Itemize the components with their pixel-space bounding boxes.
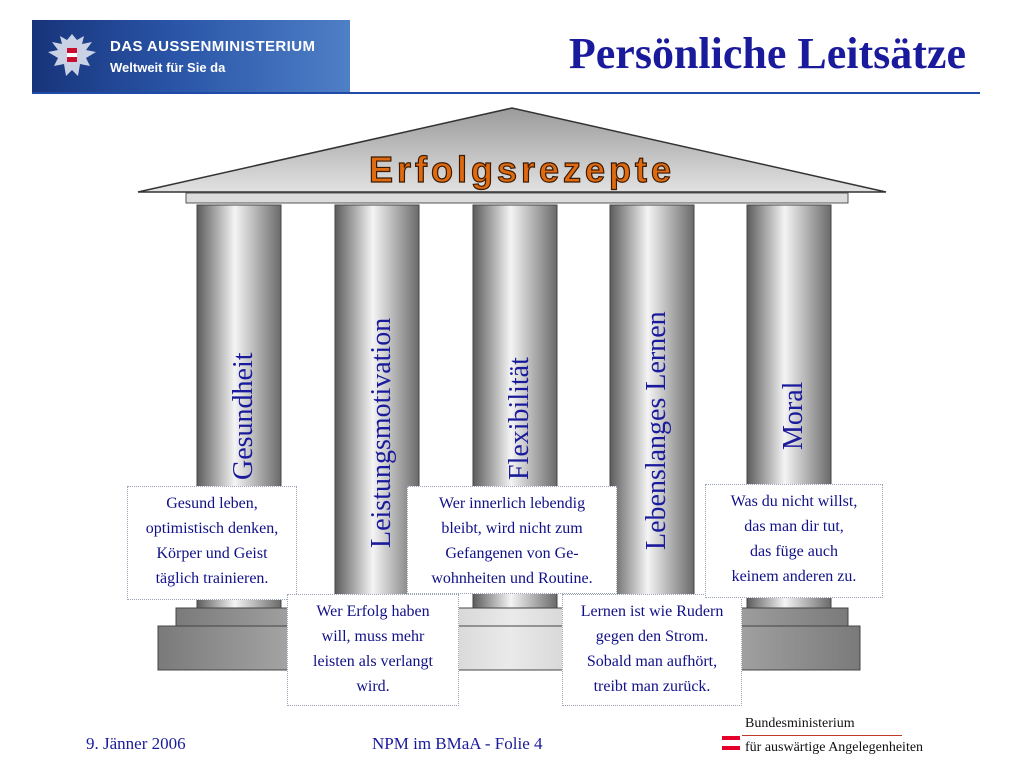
eagle-crest-icon	[48, 34, 96, 76]
caption-leistungsmotivation: Wer Erfolg haben will, muss mehr leisten…	[287, 594, 459, 706]
caption-lebenslanges-lernen: Lernen ist wie Rudern gegen den Strom. S…	[562, 594, 742, 706]
caption-moral: Was du nicht willst, das man dir tut, da…	[705, 484, 883, 598]
footer-date: 9. Jänner 2006	[86, 734, 186, 753]
austrian-flag-icon	[722, 736, 740, 750]
temple-architrave	[185, 192, 849, 204]
ministry-logo: DAS AUSSENMINISTERIUM Weltweit für Sie d…	[32, 20, 350, 92]
ministry-divider	[742, 735, 902, 736]
pillar-label-flexibilitaet: Flexibilität	[504, 357, 535, 480]
pillar-label-gesundheit: Gesundheit	[228, 352, 259, 480]
logo-title: DAS AUSSENMINISTERIUM	[110, 38, 316, 55]
roof-label: Erfolgsrezepte	[369, 149, 675, 190]
ministry-name-line2: für auswärtige Angelegenheiten	[745, 740, 924, 755]
header-divider	[32, 92, 980, 94]
pillar-label-leistungsmotivation: Leistungsmotivation	[366, 318, 397, 548]
pillar-label-moral: Moral	[778, 381, 809, 450]
temple-step-bottom	[157, 625, 861, 671]
footer-slide-info: NPM im BMaA - Folie 4	[372, 734, 543, 753]
ministry-name-line1: Bundesministerium	[745, 716, 855, 731]
logo-subtitle: Weltweit für Sie da	[110, 60, 226, 75]
temple-roof	[137, 107, 887, 193]
caption-gesundheit: Gesund leben, optimistisch denken, Körpe…	[127, 486, 297, 600]
pillar-label-lebenslanges-lernen: Lebenslanges Lernen	[641, 311, 672, 550]
temple-step-top	[175, 607, 849, 627]
caption-flexibilitaet: Wer innerlich lebendig bleibt, wird nich…	[407, 486, 617, 594]
slide-title: Persönliche Leitsätze	[568, 29, 966, 78]
